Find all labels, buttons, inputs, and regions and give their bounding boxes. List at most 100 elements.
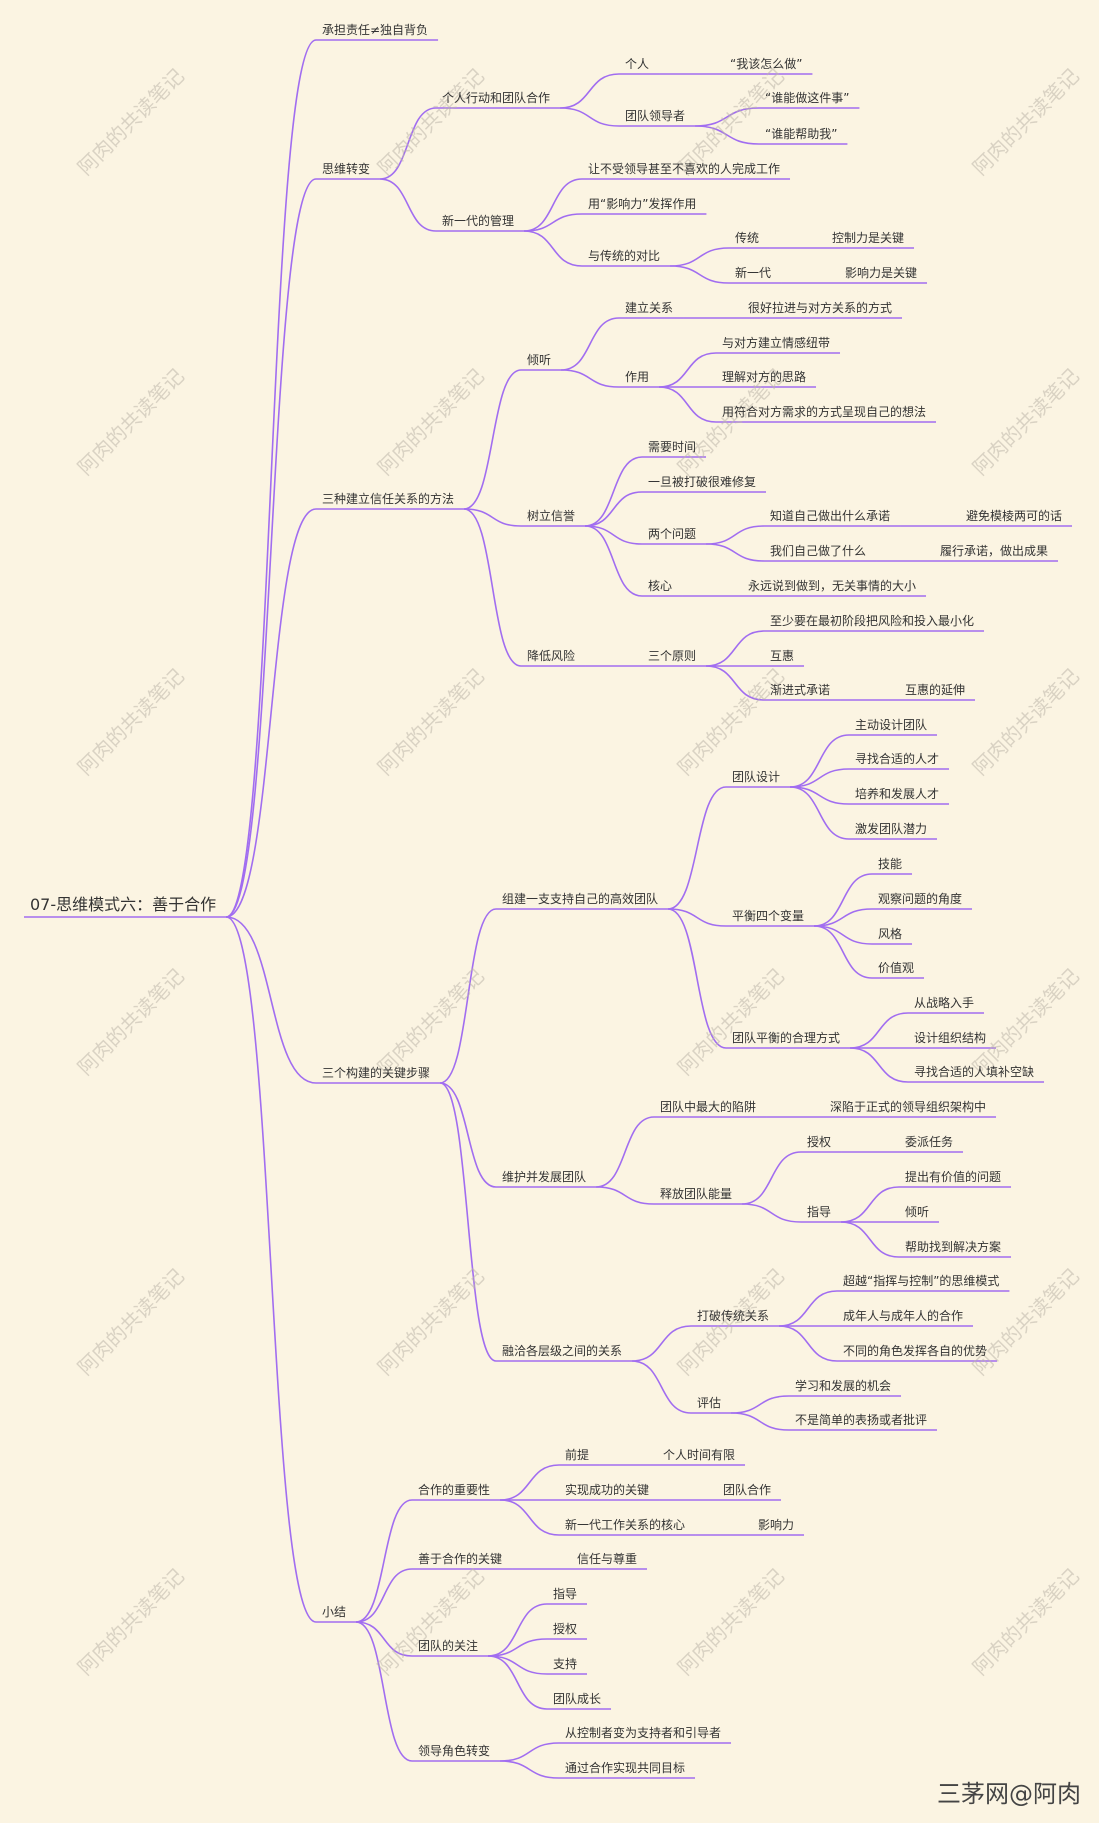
mindmap-node[interactable]: 不是简单的表扬或者批评	[795, 1413, 928, 1427]
mindmap-node[interactable]: 激发团队潜力	[855, 822, 928, 836]
mindmap-node[interactable]: 用符合对方需求的方式呈现自己的想法	[722, 405, 927, 419]
mindmap-node[interactable]: 领导角色转变	[418, 1744, 491, 1758]
mindmap-node[interactable]: 通过合作实现共同目标	[565, 1761, 686, 1775]
mindmap-node[interactable]: 我们自己做了什么	[770, 544, 867, 558]
mindmap-node[interactable]: 三种建立信任关系的方法	[322, 492, 455, 506]
mindmap-node[interactable]: “我该怎么做”	[730, 57, 803, 71]
mindmap-node[interactable]: 很好拉进与对方关系的方式	[748, 301, 893, 315]
mindmap-node[interactable]: 让不受领导甚至不喜欢的人完成工作	[588, 162, 781, 176]
mindmap-node[interactable]: 团队平衡的合理方式	[732, 1031, 841, 1045]
mindmap-node[interactable]: 提出有价值的问题	[905, 1170, 1002, 1184]
mindmap-node[interactable]: 倾听	[527, 353, 552, 367]
mindmap-node[interactable]: 影响力是关键	[845, 266, 918, 280]
mindmap-node[interactable]: 需要时间	[648, 440, 697, 454]
mindmap-node[interactable]: 降低风险	[527, 649, 576, 663]
mindmap-node[interactable]: 寻找合适的人才	[855, 752, 940, 766]
mindmap-node[interactable]: 团队中最大的陷阱	[660, 1100, 757, 1114]
mindmap-node[interactable]: 传统	[735, 231, 760, 245]
mindmap-node[interactable]: 小结	[322, 1605, 347, 1619]
mindmap-node[interactable]: 从控制者变为支持者和引导者	[565, 1726, 722, 1740]
mindmap-node[interactable]: 与对方建立情感纽带	[722, 336, 831, 350]
mindmap-node[interactable]: 履行承诺，做出成果	[940, 544, 1049, 558]
mindmap-node[interactable]: 互惠的延伸	[905, 683, 966, 697]
mindmap-node[interactable]: 思维转变	[322, 162, 371, 176]
mindmap-node[interactable]: 前提	[565, 1448, 590, 1462]
mindmap-node[interactable]: 维护并发展团队	[502, 1170, 587, 1184]
mindmap-node[interactable]: 用“影响力”发挥作用	[588, 197, 697, 211]
mindmap-node[interactable]: 主动设计团队	[855, 718, 928, 732]
connector	[225, 39, 317, 918]
mindmap-node[interactable]: 团队的关注	[418, 1639, 479, 1653]
mindmap-node[interactable]: 渐进式承诺	[770, 683, 831, 697]
mindmap-node[interactable]: 新一代工作关系的核心	[565, 1518, 686, 1532]
mindmap-node[interactable]: 委派任务	[905, 1135, 954, 1149]
mindmap-node[interactable]: 不同的角色发挥各自的优势	[843, 1344, 988, 1358]
mindmap-node[interactable]: 技能	[878, 857, 903, 871]
mindmap-node[interactable]: 一旦被打破很难修复	[648, 475, 757, 489]
mindmap-node[interactable]: 信任与尊重	[577, 1552, 638, 1566]
mindmap-node[interactable]: 核心	[648, 579, 673, 593]
mindmap-node[interactable]: 观察问题的角度	[878, 892, 963, 906]
mindmap-node[interactable]: 培养和发展人才	[855, 787, 940, 801]
mindmap-node[interactable]: “谁能帮助我”	[765, 127, 838, 141]
mindmap-node[interactable]: 控制力是关键	[832, 231, 905, 245]
mindmap-node[interactable]: 成年人与成年人的合作	[843, 1309, 964, 1323]
mindmap-node[interactable]: 从战略入手	[914, 996, 975, 1010]
mindmap-node[interactable]: 设计组织结构	[914, 1031, 987, 1045]
mindmap-node[interactable]: 至少要在最初阶段把风险和投入最小化	[770, 614, 975, 628]
mindmap-node[interactable]: 影响力	[758, 1518, 795, 1532]
mindmap-node[interactable]: 团队设计	[732, 770, 781, 784]
mindmap-node[interactable]: 善于合作的关键	[418, 1552, 503, 1566]
mindmap-node[interactable]: 指导	[553, 1587, 578, 1601]
mindmap-node[interactable]: 理解对方的思路	[722, 370, 807, 384]
mindmap-node[interactable]: 平衡四个变量	[732, 909, 805, 923]
mindmap-node[interactable]: 授权	[807, 1135, 832, 1149]
mindmap-node[interactable]: 新一代的管理	[442, 214, 515, 228]
mindmap-node[interactable]: 组建一支支持自己的高效团队	[502, 892, 659, 906]
mindmap-node[interactable]: 三个构建的关键步骤	[322, 1066, 431, 1080]
mindmap-node[interactable]: 帮助找到解决方案	[905, 1240, 1002, 1254]
mindmap-node[interactable]: 合作的重要性	[418, 1483, 491, 1497]
mindmap-node[interactable]: 释放团队能量	[660, 1187, 733, 1201]
mindmap-node[interactable]: 融洽各层级之间的关系	[502, 1344, 623, 1358]
connector	[500, 1464, 560, 1501]
mindmap-node[interactable]: 实现成功的关键	[565, 1483, 650, 1497]
connector	[790, 786, 850, 805]
mindmap-node[interactable]: 与传统的对比	[588, 249, 661, 263]
mindmap-node[interactable]: 作用	[625, 370, 650, 384]
mindmap-node[interactable]: 指导	[807, 1205, 832, 1219]
mindmap-node[interactable]: 倾听	[905, 1205, 930, 1219]
mindmap-node[interactable]: 价值观	[878, 961, 915, 975]
mindmap-node[interactable]: 承担责任≠独自背负	[322, 23, 429, 37]
mindmap-node[interactable]: 团队领导者	[625, 109, 686, 123]
mindmap-node[interactable]: 建立关系	[625, 301, 674, 315]
mindmap-node[interactable]: 避免模棱两可的话	[966, 509, 1063, 523]
mindmap-node[interactable]: 深陷于正式的领导组织架构中	[830, 1100, 987, 1114]
connector	[841, 1221, 900, 1258]
mindmap-node[interactable]: 团队成长	[553, 1692, 602, 1706]
mindmap-node[interactable]: 知道自己做出什么承诺	[770, 509, 891, 523]
mindmap-node[interactable]: 寻找合适的人填补空缺	[914, 1065, 1035, 1079]
mindmap-node[interactable]: 个人时间有限	[663, 1448, 736, 1462]
mindmap-node[interactable]: 授权	[553, 1622, 578, 1636]
mindmap-node[interactable]: 评估	[697, 1396, 722, 1410]
mindmap-node[interactable]: 打破传统关系	[697, 1309, 770, 1323]
mindmap-node[interactable]: 永远说到做到，无关事情的大小	[748, 579, 917, 593]
mindmap-node[interactable]: 新一代	[735, 266, 772, 280]
connector	[225, 178, 317, 918]
mindmap-node[interactable]: 互惠	[770, 649, 795, 663]
connector	[585, 491, 643, 527]
mindmap-node[interactable]: 两个问题	[648, 527, 697, 541]
mindmap-node[interactable]: 三个原则	[648, 649, 697, 663]
mindmap-node[interactable]: 团队合作	[723, 1483, 772, 1497]
mindmap-node[interactable]: 个人	[625, 57, 650, 71]
mindmap-node[interactable]: 超越“指挥与控制”的思维模式	[843, 1274, 1000, 1288]
mindmap-node[interactable]: 个人行动和团队合作	[442, 91, 551, 105]
connector	[850, 1047, 909, 1083]
mindmap-node[interactable]: 支持	[553, 1657, 578, 1671]
mindmap-node[interactable]: 学习和发展的机会	[795, 1379, 892, 1393]
mindmap-node[interactable]: 树立信誉	[527, 509, 576, 523]
mindmap-node[interactable]: “谁能做这件事”	[765, 91, 850, 105]
root-topic[interactable]: 07-思维模式六：善于合作	[30, 895, 217, 914]
mindmap-node[interactable]: 风格	[878, 927, 903, 941]
